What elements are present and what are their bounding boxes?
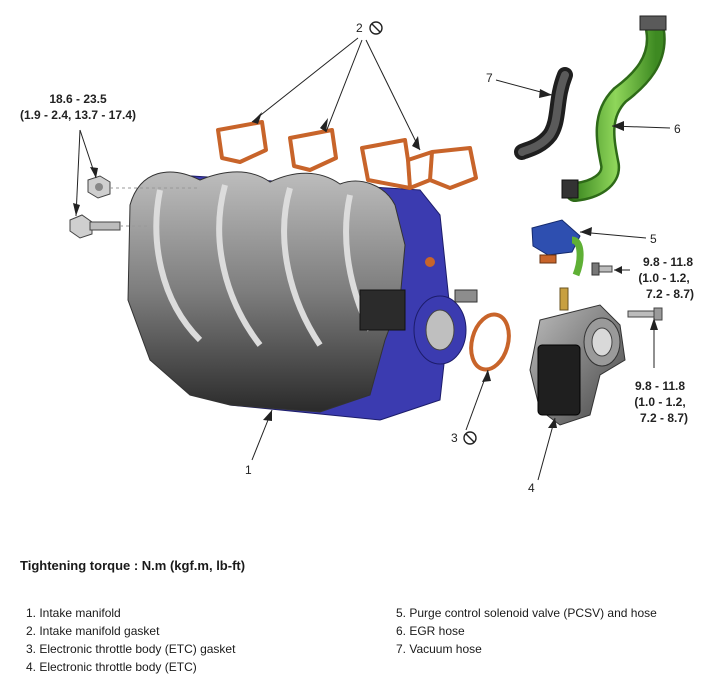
purge-control-solenoid-valve [531, 219, 584, 277]
legend-item: 3. Electronic throttle body (ETC) gasket [26, 642, 236, 656]
torque-etc-line2: (1.0 - 1.2, [634, 395, 685, 409]
torque-spec-manifold: 18.6 - 23.5 (1.9 - 2.4, 13.7 - 17.4) [20, 92, 136, 122]
electronic-throttle-body [529, 287, 626, 426]
intake-manifold-gasket [216, 120, 478, 190]
leader-arrowheads [73, 89, 658, 428]
torque-units-title: Tightening torque : N.m (kgf.m, lb-ft) [20, 558, 246, 573]
callout-5: 5 [650, 232, 657, 246]
callout-2: 2 [356, 21, 363, 35]
exploded-view-diagram: 1 2 3 4 5 6 7 18.6 - 23.5 (1.9 - 2.4, 13… [20, 15, 694, 495]
callout-6: 6 [674, 122, 681, 136]
legend-item: 7. Vacuum hose [396, 642, 482, 656]
vacuum-hose [514, 67, 573, 160]
torque-spec-pcsv: 9.8 - 11.8 (1.0 - 1.2, 7.2 - 8.7) [638, 255, 694, 301]
torque-manifold-line2: (1.9 - 2.4, 13.7 - 17.4) [20, 108, 136, 122]
torque-manifold-line1: 18.6 - 23.5 [49, 92, 107, 106]
callout-1: 1 [245, 463, 252, 477]
torque-etc-line1: 9.8 - 11.8 [635, 379, 685, 393]
egr-hose [561, 15, 667, 202]
torque-pcsv-line1: 9.8 - 11.8 [643, 255, 693, 269]
manifold-bolt [69, 214, 121, 239]
legend-item: 4. Electronic throttle body (ETC) [26, 660, 197, 674]
manifold-fastener-guides [110, 187, 200, 227]
callout-4: 4 [528, 481, 535, 495]
parts-legend-right: 5. Purge control solenoid valve (PCSV) a… [396, 604, 657, 658]
manifold-nut [87, 175, 111, 199]
etc-gasket [469, 312, 511, 372]
parts-legend-left: 1. Intake manifold 2. Intake manifold ga… [26, 604, 235, 676]
torque-etc-line3: 7.2 - 8.7) [640, 411, 688, 425]
legend-item: 5. Purge control solenoid valve (PCSV) a… [396, 606, 657, 620]
callout-7: 7 [486, 71, 493, 85]
torque-pcsv-line3: 7.2 - 8.7) [646, 287, 694, 301]
pcsv-bolt [591, 262, 613, 276]
legend-item: 2. Intake manifold gasket [26, 624, 160, 638]
torque-pcsv-line2: (1.0 - 1.2, [638, 271, 689, 285]
etc-bolt [627, 307, 663, 321]
legend-item: 1. Intake manifold [26, 606, 121, 620]
callout-3: 3 [451, 431, 458, 445]
legend-item: 6. EGR hose [396, 624, 465, 638]
manifold-body [127, 171, 406, 413]
no-reuse-icon [463, 431, 477, 445]
no-reuse-icon [369, 21, 383, 35]
intake-manifold [127, 171, 478, 421]
torque-spec-etc: 9.8 - 11.8 (1.0 - 1.2, 7.2 - 8.7) [634, 379, 688, 425]
